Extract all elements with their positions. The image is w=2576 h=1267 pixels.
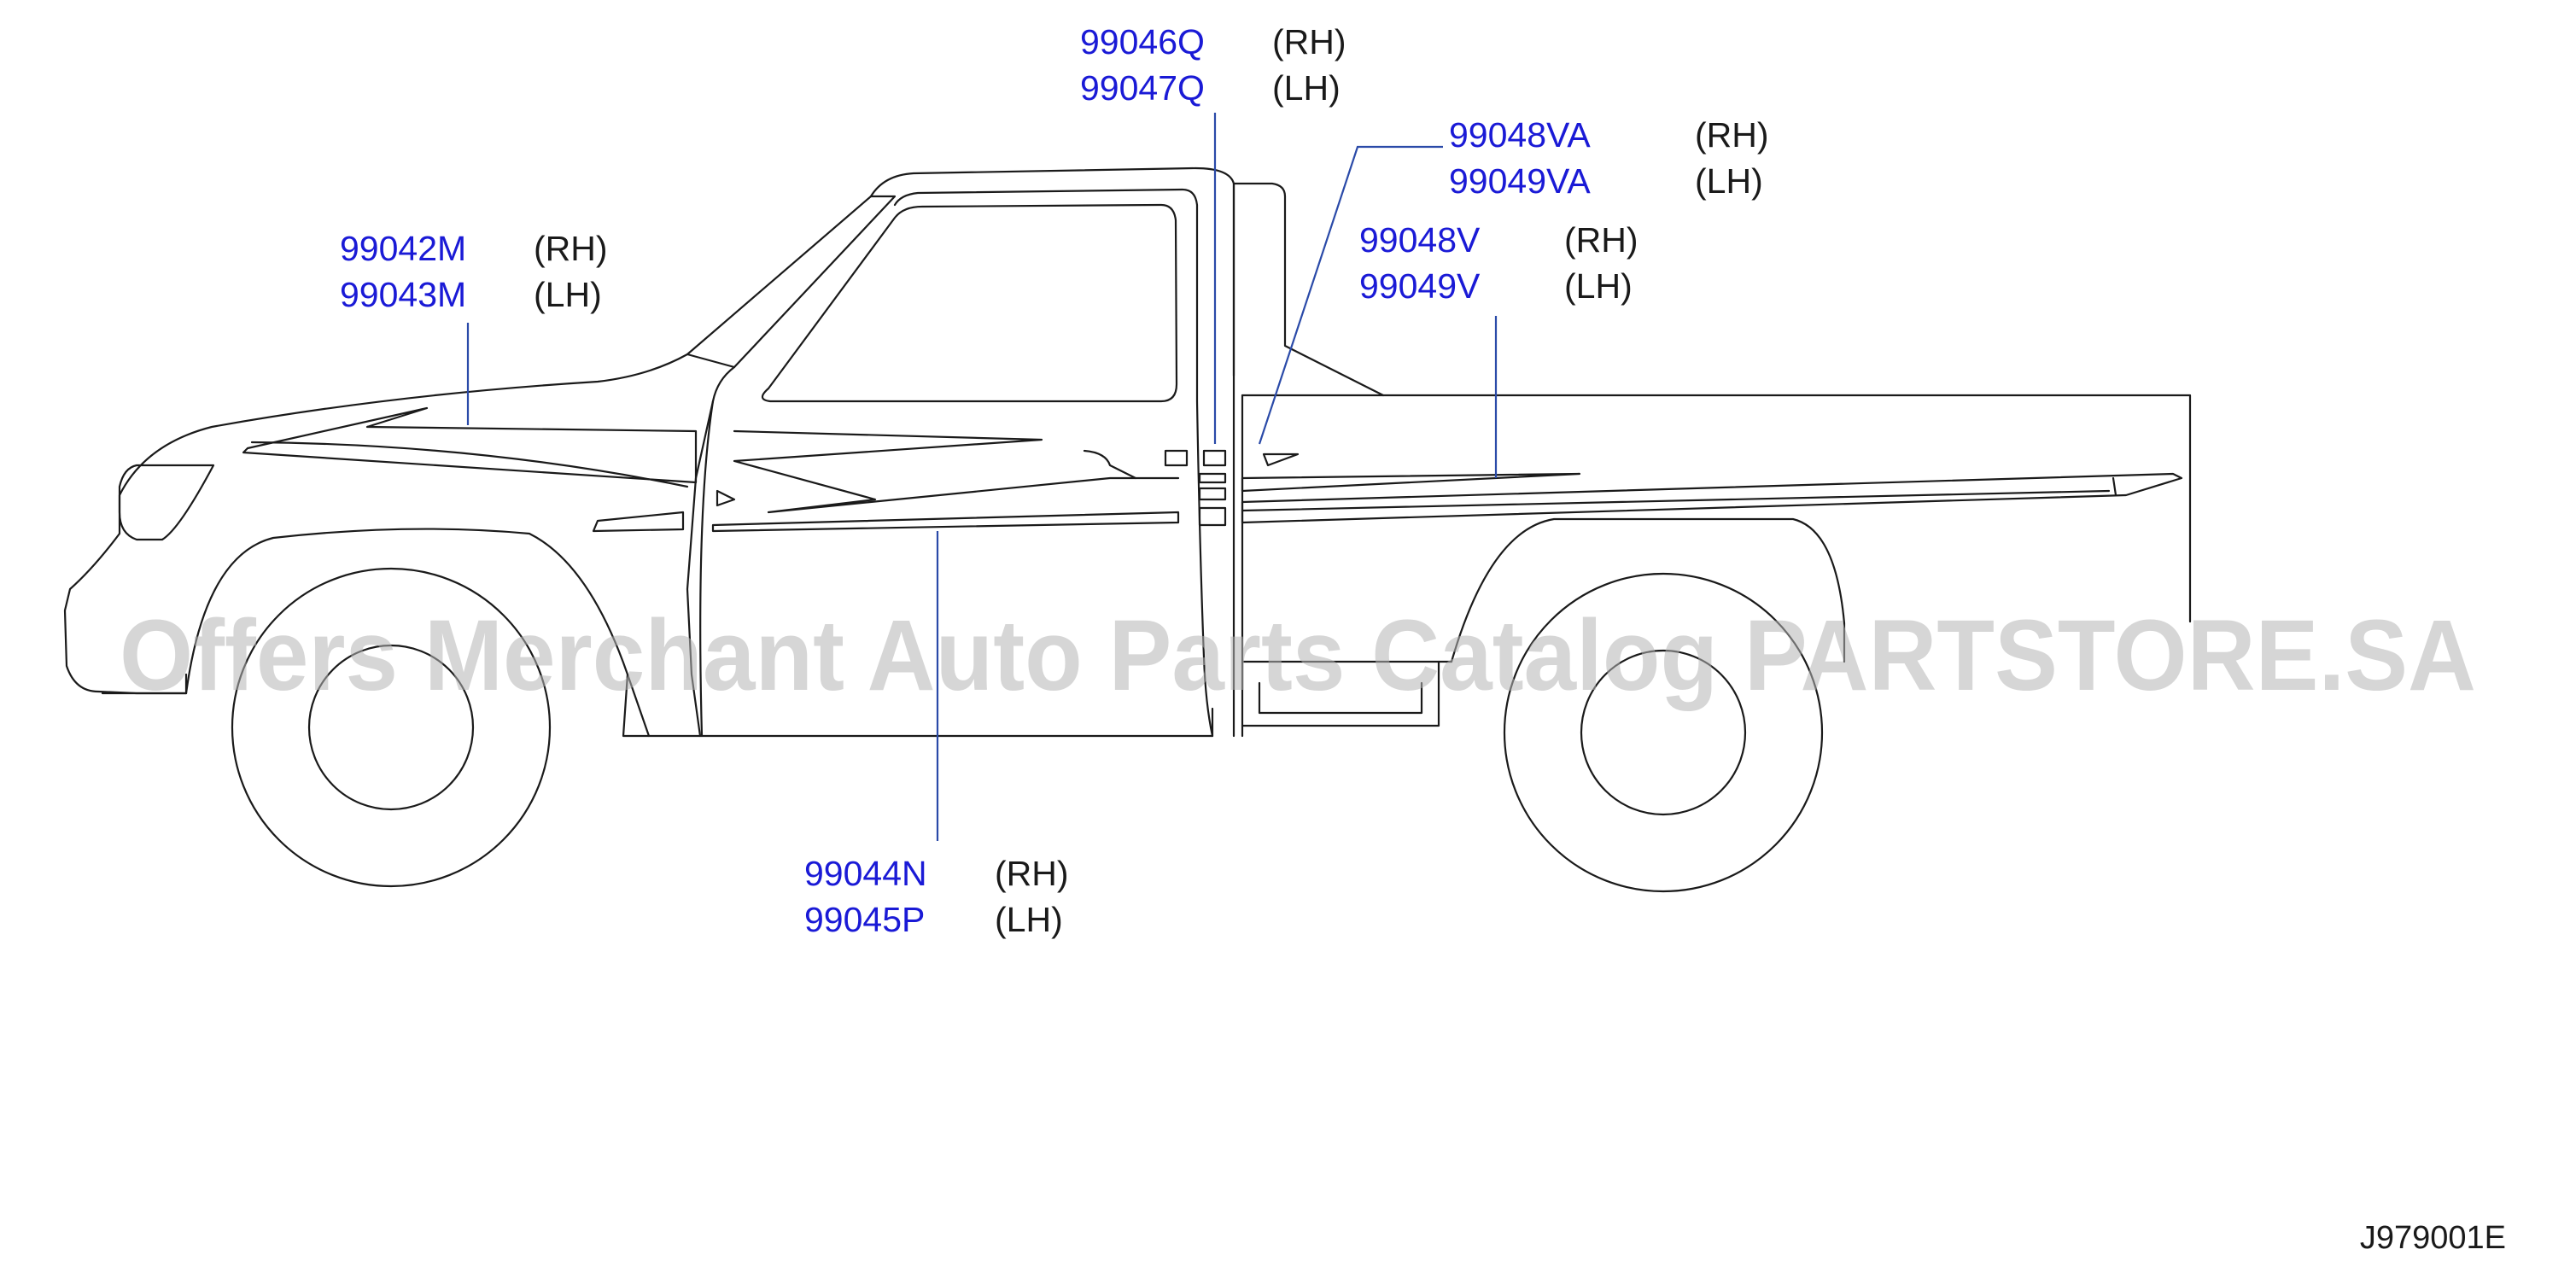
- part-number-rh[interactable]: 99048VA: [1449, 115, 1591, 155]
- callout-roof-pillar-stripe[interactable]: 99046Q (RH) 99047Q (LH): [1080, 22, 1346, 108]
- truck-outline: [63, 166, 2192, 893]
- side-label-lh: (LH): [1564, 266, 1633, 306]
- side-label-lh: (LH): [534, 275, 602, 314]
- side-label-rh: (RH): [1564, 220, 1638, 260]
- diagram-code: J979001E: [2360, 1220, 2506, 1256]
- part-number-lh[interactable]: 99049V: [1359, 266, 1481, 306]
- part-number-rh[interactable]: 99048V: [1359, 220, 1481, 260]
- leader-lines: [466, 113, 1498, 841]
- part-number-lh[interactable]: 99043M: [340, 275, 466, 314]
- part-number-rh[interactable]: 99042M: [340, 229, 466, 268]
- part-number-lh[interactable]: 99047Q: [1080, 68, 1205, 108]
- part-number-rh[interactable]: 99046Q: [1080, 22, 1205, 61]
- callout-door-stripe[interactable]: 99044N (RH) 99045P (LH): [804, 854, 1069, 939]
- side-label-rh: (RH): [1272, 22, 1346, 61]
- callout-bed-side-stripe[interactable]: 99048V (RH) 99049V (LH): [1359, 220, 1638, 306]
- callout-bed-front-stripe[interactable]: 99048VA (RH) 99049VA (LH): [1449, 115, 1769, 201]
- part-number-lh[interactable]: 99045P: [804, 900, 925, 939]
- watermark-text: Offers Merchant Auto Parts Catalog PARTS…: [120, 599, 2476, 712]
- side-label-rh: (RH): [534, 229, 608, 268]
- leader-bed-front: [1258, 145, 1443, 445]
- callout-fender-stripe[interactable]: 99042M (RH) 99043M (LH): [340, 229, 608, 314]
- side-label-rh: (RH): [995, 854, 1069, 893]
- side-label-rh: (RH): [1695, 115, 1769, 155]
- part-number-lh[interactable]: 99049VA: [1449, 161, 1591, 201]
- side-label-lh: (LH): [1272, 68, 1341, 108]
- side-label-lh: (LH): [995, 900, 1063, 939]
- part-number-rh[interactable]: 99044N: [804, 854, 927, 893]
- side-label-lh: (LH): [1695, 161, 1763, 201]
